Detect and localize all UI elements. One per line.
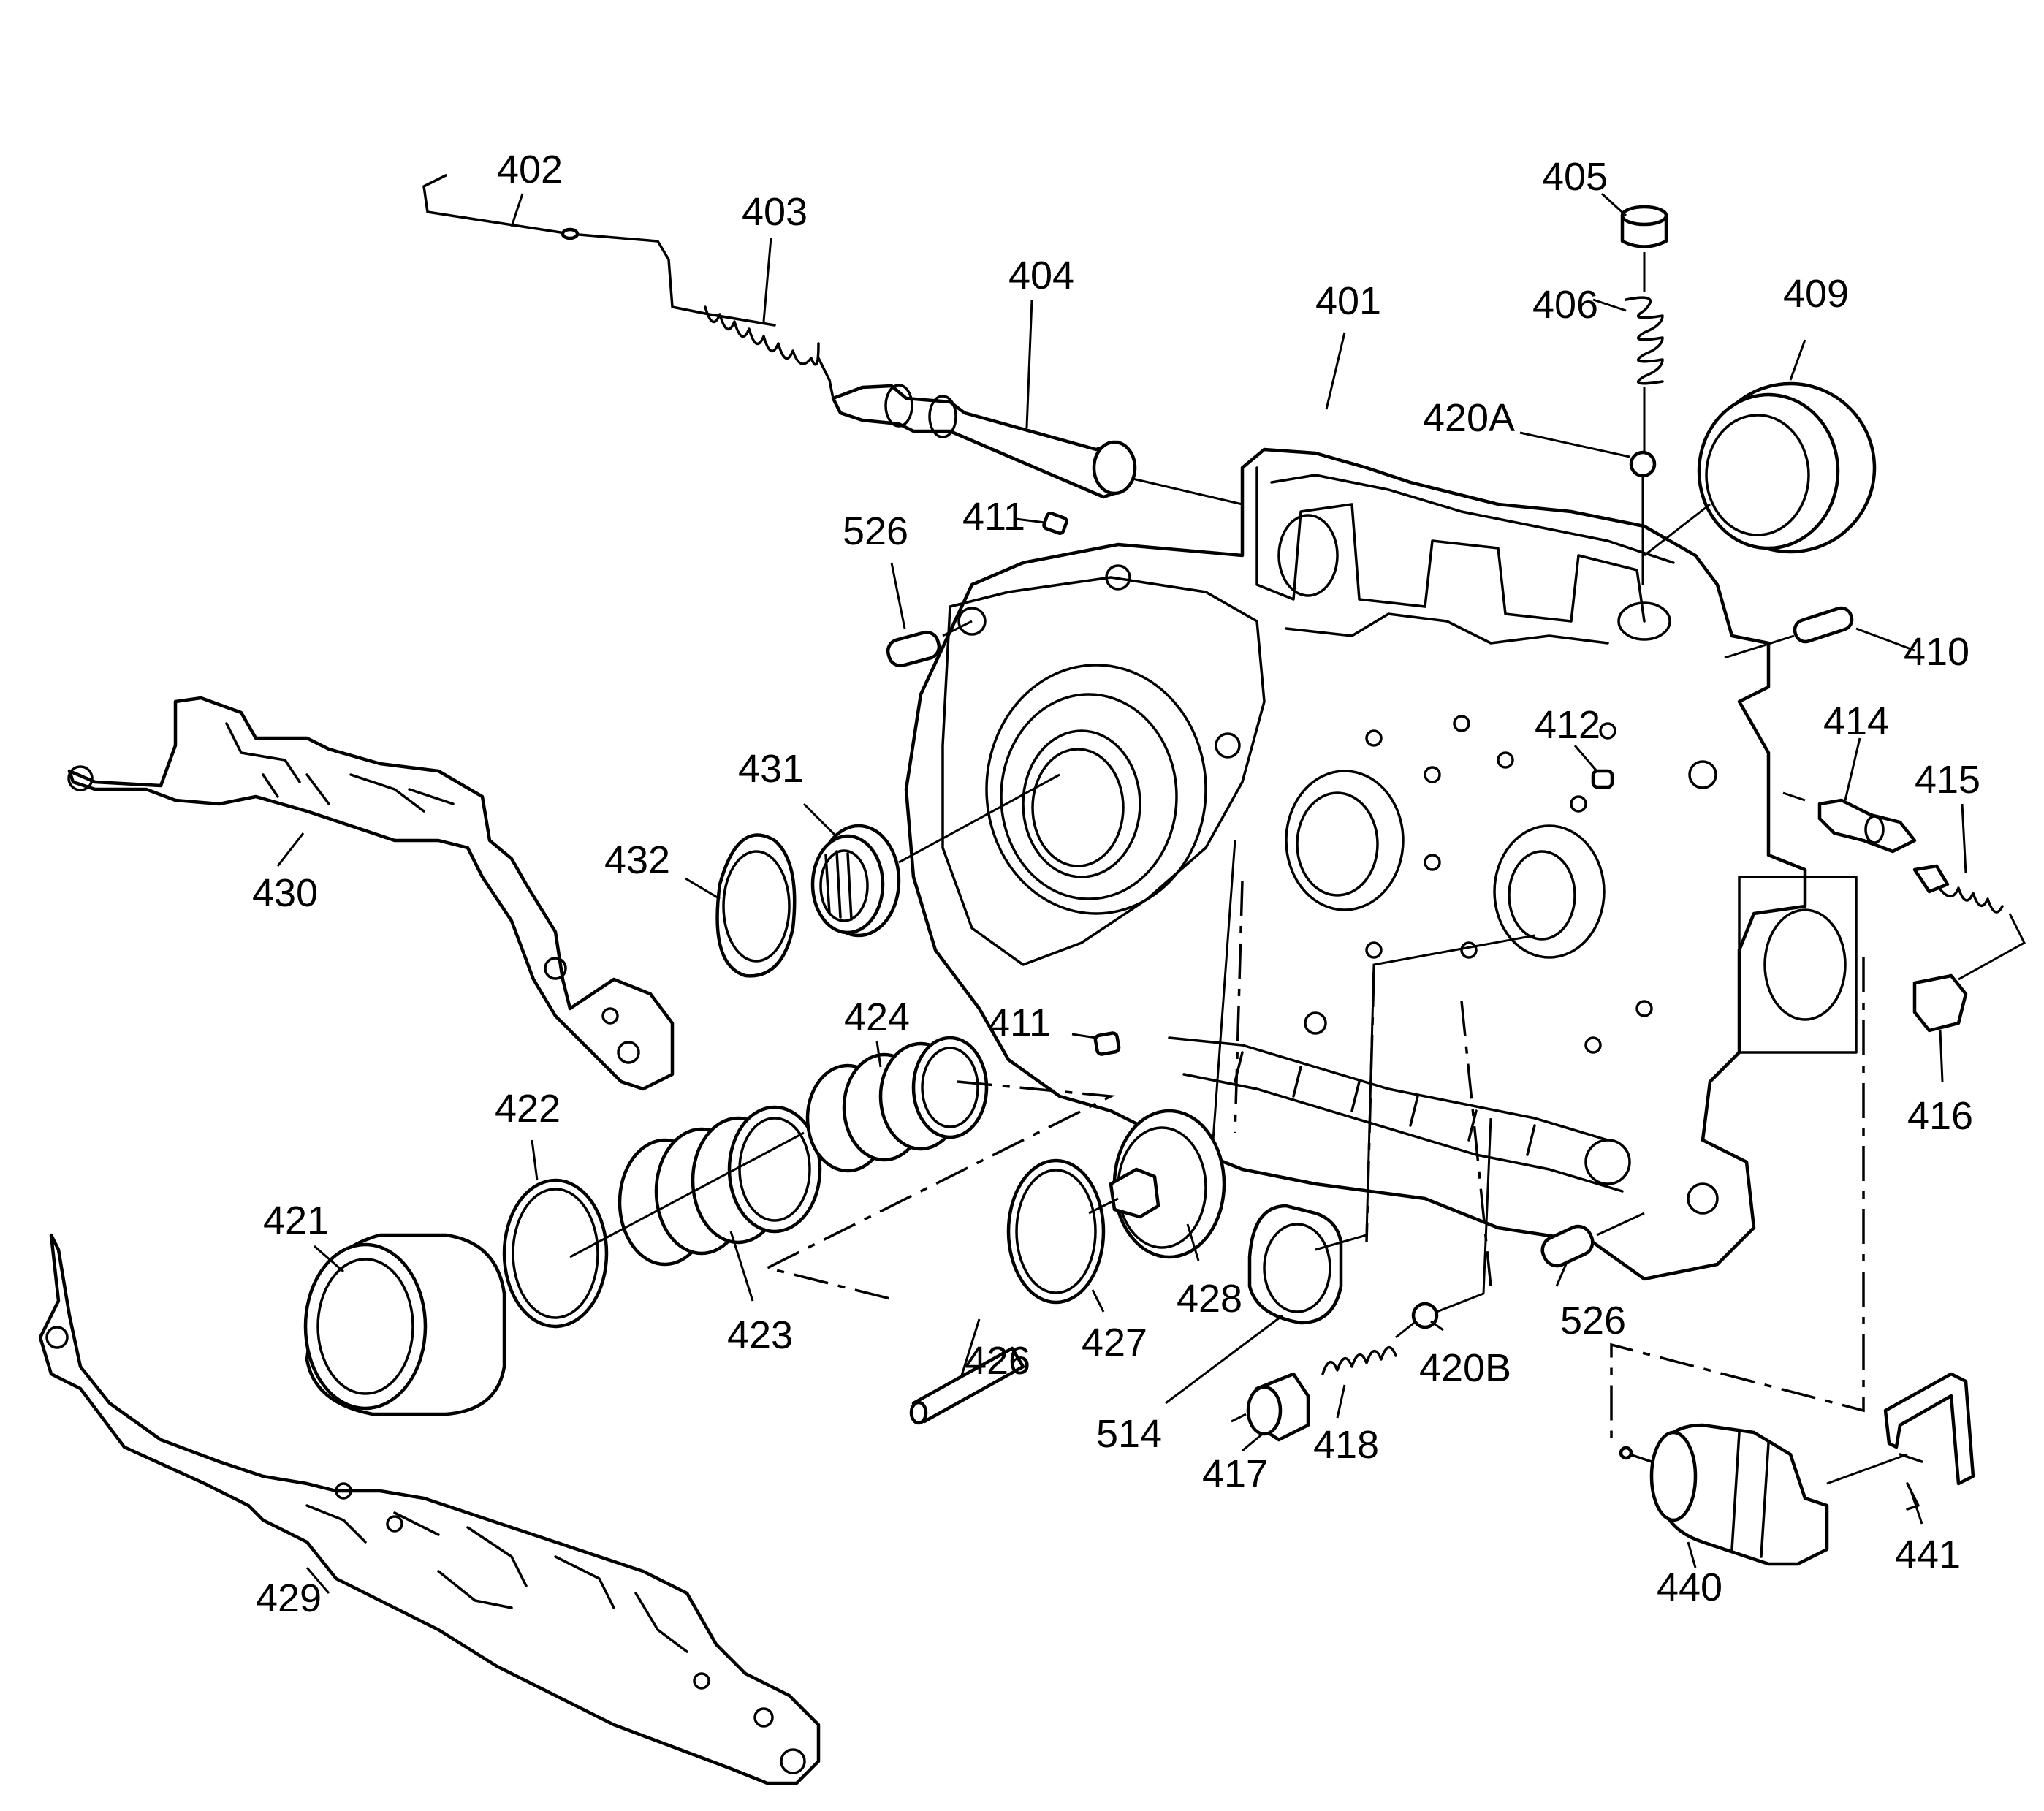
callout-405: 405 (1542, 155, 1608, 199)
callout-440: 440 (1657, 1565, 1722, 1609)
part-406-spring (1625, 252, 1664, 453)
alignment-lines (763, 880, 1865, 1440)
part-440-solenoid (1619, 1423, 1829, 1566)
part-431-bearing (810, 773, 1060, 938)
callout-428: 428 (1177, 1277, 1242, 1321)
part-421-piston (303, 1233, 506, 1416)
part-430-gasket (67, 696, 675, 1091)
callout-426: 426 (965, 1339, 1030, 1383)
callout-526-bot: 526 (1560, 1299, 1626, 1343)
part-416-retainer (1912, 973, 1968, 1033)
part-410-pin (1724, 606, 1854, 659)
callout-410: 410 (1904, 630, 1969, 674)
callout-412: 412 (1535, 703, 1600, 747)
part-417-valve (1231, 1372, 1310, 1442)
part-426-pin (909, 1346, 1025, 1425)
part-432-thrust-washer (715, 833, 797, 978)
part-412-plug (1591, 769, 1614, 789)
part-414-valve (1782, 791, 1917, 854)
callout-403: 403 (742, 190, 808, 234)
part-441-clip (1826, 1372, 1975, 1511)
part-415-spring (1912, 864, 2026, 981)
part-420B-ball (1411, 1117, 1492, 1329)
part-423-springs (569, 1105, 822, 1267)
part-428-piston (1088, 840, 1236, 1259)
part-411-plug-top (1042, 512, 1068, 535)
callout-415: 415 (1915, 758, 1980, 802)
part-409-seal (1644, 381, 1877, 557)
callout-401: 401 (1315, 279, 1381, 323)
part-526-dowel-top (886, 620, 973, 668)
callout-422: 422 (495, 1087, 561, 1131)
callout-526-top: 526 (843, 509, 908, 553)
callout-424: 424 (844, 995, 910, 1039)
part-402-wire-link (422, 174, 776, 327)
callout-411-top: 411 (962, 495, 1025, 539)
callout-420A: 420A (1423, 396, 1515, 440)
part-404-valve (831, 384, 1243, 506)
callout-404: 404 (1008, 254, 1074, 297)
callout-409: 409 (1783, 272, 1849, 316)
part-411-plug-mid (1093, 1031, 1121, 1056)
callout-432: 432 (604, 838, 670, 882)
callout-421: 421 (263, 1199, 329, 1242)
part-427-ring (1006, 1158, 1106, 1305)
part-422-o-ring (502, 1178, 609, 1329)
callout-414: 414 (1823, 699, 1889, 743)
callout-427: 427 (1082, 1321, 1147, 1364)
callout-418: 418 (1313, 1423, 1379, 1467)
callout-420B: 420B (1419, 1346, 1511, 1390)
part-405-cap (1620, 205, 1668, 248)
callout-402: 402 (497, 148, 563, 191)
callout-leaders (276, 192, 1967, 1594)
callout-430: 430 (252, 871, 318, 915)
part-424-spring (805, 1036, 989, 1173)
callout-labels: 402 403 404 405 406 409 401 420A 411 526… (252, 148, 1980, 1620)
callout-429: 429 (256, 1576, 322, 1620)
part-429-gasket (38, 1233, 821, 1785)
callout-431: 431 (738, 747, 804, 791)
valve-body-housing (904, 447, 1858, 1281)
callout-411-mid: 411 (988, 1001, 1051, 1045)
part-418-spring (1321, 1321, 1415, 1375)
callout-514: 514 (1096, 1412, 1162, 1456)
part-420A-ball (1629, 450, 1657, 585)
part-403-spring (704, 305, 849, 400)
part-526-dowel-bottom (1540, 1212, 1645, 1268)
callout-423: 423 (727, 1313, 793, 1357)
callout-417: 417 (1202, 1452, 1268, 1496)
callout-416: 416 (1907, 1094, 1973, 1138)
callout-406: 406 (1532, 283, 1598, 327)
callout-441: 441 (1895, 1533, 1961, 1576)
